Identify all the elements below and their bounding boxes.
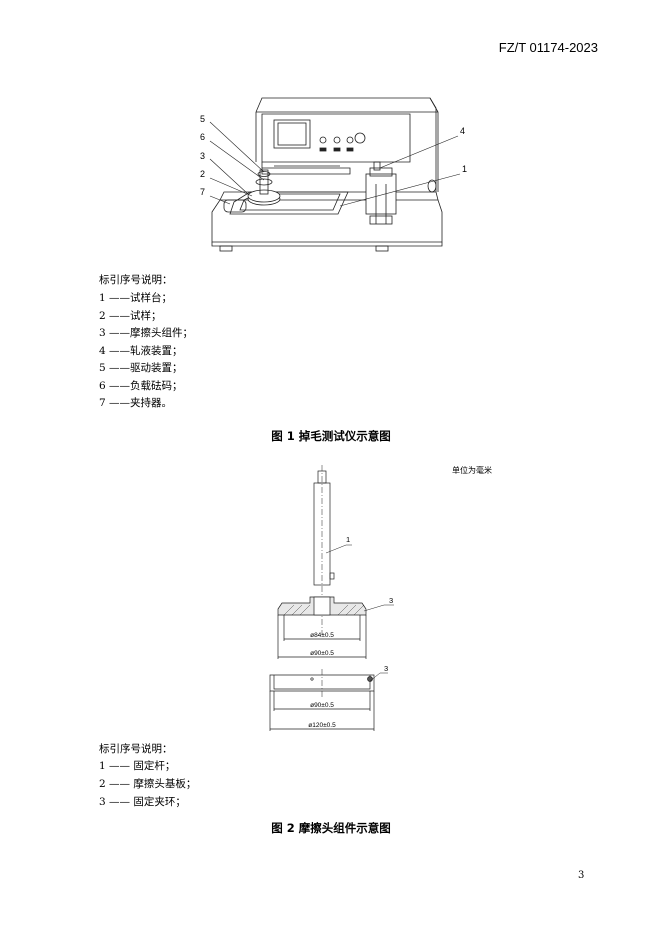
figure2-legend-item: 2 —— 摩擦头基板； xyxy=(99,778,197,790)
figure1-callout-5: 5 xyxy=(200,114,205,124)
figure2-legend-title: 标引序号说明： xyxy=(99,743,173,755)
figure2-legend-item: 3 —— 固定夹环； xyxy=(99,796,186,808)
figure1-legend-item: 5 ——驱动装置； xyxy=(99,362,183,374)
figure2-dimension: ø90±0.5 xyxy=(310,702,334,709)
figure2-callout-3: 3 xyxy=(389,596,393,605)
figure2-callout-3-ring: 3 xyxy=(384,664,388,673)
figure2-unit-note: 单位为毫米 xyxy=(452,466,492,475)
figure1-legend-item: 6 ——负载砝码； xyxy=(99,380,183,392)
figure1-legend-item: 4 ——轧液装置； xyxy=(99,345,183,357)
figure1-callout-6: 6 xyxy=(200,132,205,142)
page-number: 3 xyxy=(578,870,585,881)
figure2-caption: 图 2 摩擦头组件示意图 xyxy=(271,821,391,835)
figure1-legend-item: 2 ——试样； xyxy=(99,310,162,322)
figure1-callout-1: 1 xyxy=(462,164,467,174)
figure1-legend-item: 1 ——试样台； xyxy=(99,292,173,304)
figure2-callout-1: 1 xyxy=(346,535,350,544)
figure1-callout-7: 7 xyxy=(200,187,205,197)
figure2-legend-item: 1 —— 固定杆； xyxy=(99,760,176,772)
standard-code: FZ/T 01174-2023 xyxy=(498,40,598,55)
figure2-dimension: ø120±0.5 xyxy=(308,722,336,729)
figure1-callout-2: 2 xyxy=(200,169,205,179)
figure2-dimension: ø84±0.5 xyxy=(310,632,334,639)
figure1-legend-item: 3 ——摩擦头组件； xyxy=(99,327,194,339)
figure2-dimension: ø90±0.5 xyxy=(310,650,334,657)
figure1-caption: 图 1 掉毛测试仪示意图 xyxy=(271,429,391,443)
figure1-legend-title: 标引序号说明： xyxy=(99,274,173,286)
figure1-drawing: 5 6 3 2 7 4 1 xyxy=(200,97,467,252)
figure2-drawing: 1 3 3 ø84±0.5 ø90±0.5 ø90±0.5 ø120±0.5 xyxy=(269,465,394,731)
figure1-legend-item: 7 ——夹持器。 xyxy=(99,397,173,409)
figure1-callout-4: 4 xyxy=(460,126,465,136)
figure1-callout-3: 3 xyxy=(200,151,205,161)
